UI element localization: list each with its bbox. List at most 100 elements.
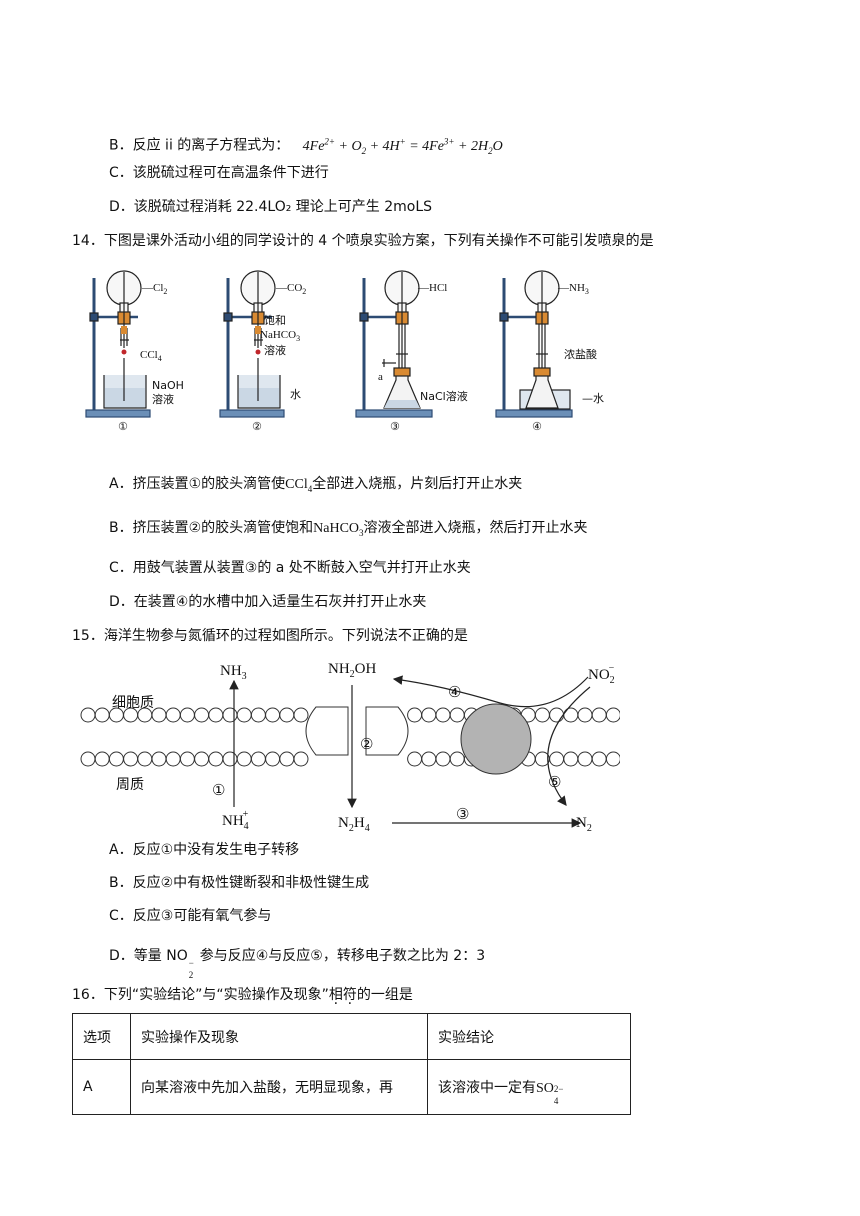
q15-option-b: B．反应②中有极性键断裂和非极性键生成 xyxy=(109,875,370,891)
apparatus-1 xyxy=(85,270,151,418)
q13-option-d: D．该脱硫过程消耗 22.4LO₂ 理论上可产生 2moLS xyxy=(109,199,433,215)
membrane-lipid-bead xyxy=(250,751,266,767)
app3-gas-label: —HCl xyxy=(417,282,447,294)
membrane-lipid-bead xyxy=(94,751,110,767)
membrane-lipid-bead xyxy=(563,751,579,767)
membrane-lipid-bead xyxy=(80,751,96,767)
q14-stem: 14．下图是课外活动小组的同学设计的 4 个喷泉实验方案，下列有关操作不可能引发… xyxy=(72,233,654,249)
membrane-lipid-bead xyxy=(222,751,238,767)
reaction-2-label: ② xyxy=(360,737,373,753)
membrane-lipid-bead xyxy=(407,707,423,723)
cell-membrane xyxy=(80,707,620,767)
membrane-lipid-bead xyxy=(108,751,124,767)
membrane-lipid-bead xyxy=(165,751,181,767)
channel-protein-right xyxy=(365,706,409,756)
reaction-5-label: ⑤ xyxy=(548,775,561,791)
app1-liquid-label: NaOH xyxy=(152,379,184,392)
app3-a-label: a xyxy=(378,371,383,383)
membrane-lipid-bead xyxy=(407,751,423,767)
membrane-lipid-bead xyxy=(563,707,579,723)
membrane-lipid-bead xyxy=(293,707,309,723)
header-operation: 实验操作及现象 xyxy=(130,1013,428,1060)
app4-acid-label: 浓盐酸 xyxy=(564,347,597,361)
enzyme-sphere xyxy=(460,703,532,775)
nh4-label: NH4+ xyxy=(222,809,249,832)
membrane-lipid-bead xyxy=(605,751,620,767)
q13-option-c: C．该脱硫过程可在高温条件下进行 xyxy=(109,165,329,181)
app4-liquid-label: —水 xyxy=(582,392,604,405)
membrane-lipid-bead xyxy=(279,707,295,723)
app4-gas-label: —NH3 xyxy=(557,282,589,296)
membrane-lipid-bead xyxy=(222,707,238,723)
membrane-lipid-bead xyxy=(179,751,195,767)
apparatus-3 xyxy=(355,270,433,418)
membrane-lipid-bead xyxy=(123,751,139,767)
app1-number: ① xyxy=(118,420,128,433)
membrane-lipid-bead xyxy=(151,751,167,767)
table-header-row: 选项 实验操作及现象 实验结论 xyxy=(72,1013,631,1060)
membrane-lipid-bead xyxy=(250,707,266,723)
channel-protein-left xyxy=(305,706,349,756)
periplasm-label: 周质 xyxy=(116,777,144,793)
row-a-option: A xyxy=(72,1059,131,1115)
q16-table: 选项 实验操作及现象 实验结论 A 向某溶液中先加入盐酸，无明显现象，再 该溶液… xyxy=(72,1013,631,1115)
membrane-lipid-bead xyxy=(94,707,110,723)
app2-gas-label: —CO2 xyxy=(275,282,306,296)
membrane-lipid-bead xyxy=(151,707,167,723)
membrane-lipid-bead xyxy=(236,707,252,723)
membrane-lipid-bead xyxy=(577,707,593,723)
q15-option-c: C．反应③可能有氧气参与 xyxy=(109,908,272,924)
membrane-lipid-bead xyxy=(194,707,210,723)
membrane-lipid-bead xyxy=(605,707,620,723)
q14-option-a: A．挤压装置①的胶头滴管使CCl4全部进入烧瓶，片刻后打开止水夹 xyxy=(109,476,523,494)
membrane-lipid-bead xyxy=(165,707,181,723)
header-option: 选项 xyxy=(72,1013,131,1060)
app1-gas-label: —Cl2 xyxy=(141,282,167,296)
app3-liquid-label: NaCl溶液 xyxy=(420,389,468,403)
membrane-lipid-bead xyxy=(591,751,607,767)
membrane-lipid-bead xyxy=(236,751,252,767)
membrane-lipid-bead xyxy=(449,707,465,723)
app3-number: ③ xyxy=(390,420,400,433)
q13-option-b: B．反应 ii 的离子方程式为： 4Fe2+ + O2 + 4H+ = 4Fe3… xyxy=(109,136,503,156)
membrane-lipid-bead xyxy=(435,751,451,767)
membrane-lipid-bead xyxy=(421,751,437,767)
membrane-lipid-bead xyxy=(549,707,565,723)
cytoplasm-label: 细胞质 xyxy=(112,695,154,711)
app2-liquid-label: 水 xyxy=(290,388,301,401)
q13-option-b-equation: 4Fe2+ + O2 + 4H+ = 4Fe3+ + 2H2O xyxy=(302,136,503,156)
membrane-lipid-bead xyxy=(80,707,96,723)
membrane-lipid-bead xyxy=(293,751,309,767)
membrane-lipid-bead xyxy=(279,751,295,767)
app1-drop-label: CCl4 xyxy=(140,349,162,363)
row-a-operation: 向某溶液中先加入盐酸，无明显现象，再 xyxy=(130,1059,428,1115)
q14-option-b: B．挤压装置②的胶头滴管使饱和NaHCO3溶液全部进入烧瓶，然后打开止水夹 xyxy=(109,520,588,538)
membrane-lipid-bead xyxy=(591,707,607,723)
no2-label: NO2− xyxy=(588,663,615,686)
membrane-lipid-bead xyxy=(194,751,210,767)
app2-drop-label-2: NaHCO3 xyxy=(260,329,300,343)
membrane-lipid-bead xyxy=(265,751,281,767)
nh3-label: NH3 xyxy=(220,663,247,682)
reaction-3-label: ③ xyxy=(456,807,469,823)
app2-drop-label-1: 饱和 xyxy=(264,313,286,327)
app2-number: ② xyxy=(252,420,262,433)
q15-stem: 15．海洋生物参与氮循环的过程如图所示。下列说法不正确的是 xyxy=(72,628,468,644)
header-conclusion: 实验结论 xyxy=(427,1013,631,1060)
app1-liquid-label-2: 溶液 xyxy=(152,392,174,406)
q14-option-c: C．用鼓气装置从装置③的 a 处不断鼓入空气并打开止水夹 xyxy=(109,560,471,576)
membrane-lipid-bead xyxy=(265,707,281,723)
membrane-lipid-bead xyxy=(208,707,224,723)
n2-label: N2 xyxy=(576,815,592,834)
membrane-lipid-bead xyxy=(208,751,224,767)
membrane-lipid-bead xyxy=(137,751,153,767)
app2-drop-label-3: 溶液 xyxy=(264,343,286,357)
q16-stem: 16．下列“实验结论”与“实验操作及现象”相符的一组是 xyxy=(72,985,413,1005)
n2h4-label: N2H4 xyxy=(338,815,370,834)
reaction-4-label: ④ xyxy=(448,685,461,701)
apparatus-4 xyxy=(495,270,573,418)
q15-option-a: A．反应①中没有发生电子转移 xyxy=(109,842,300,858)
